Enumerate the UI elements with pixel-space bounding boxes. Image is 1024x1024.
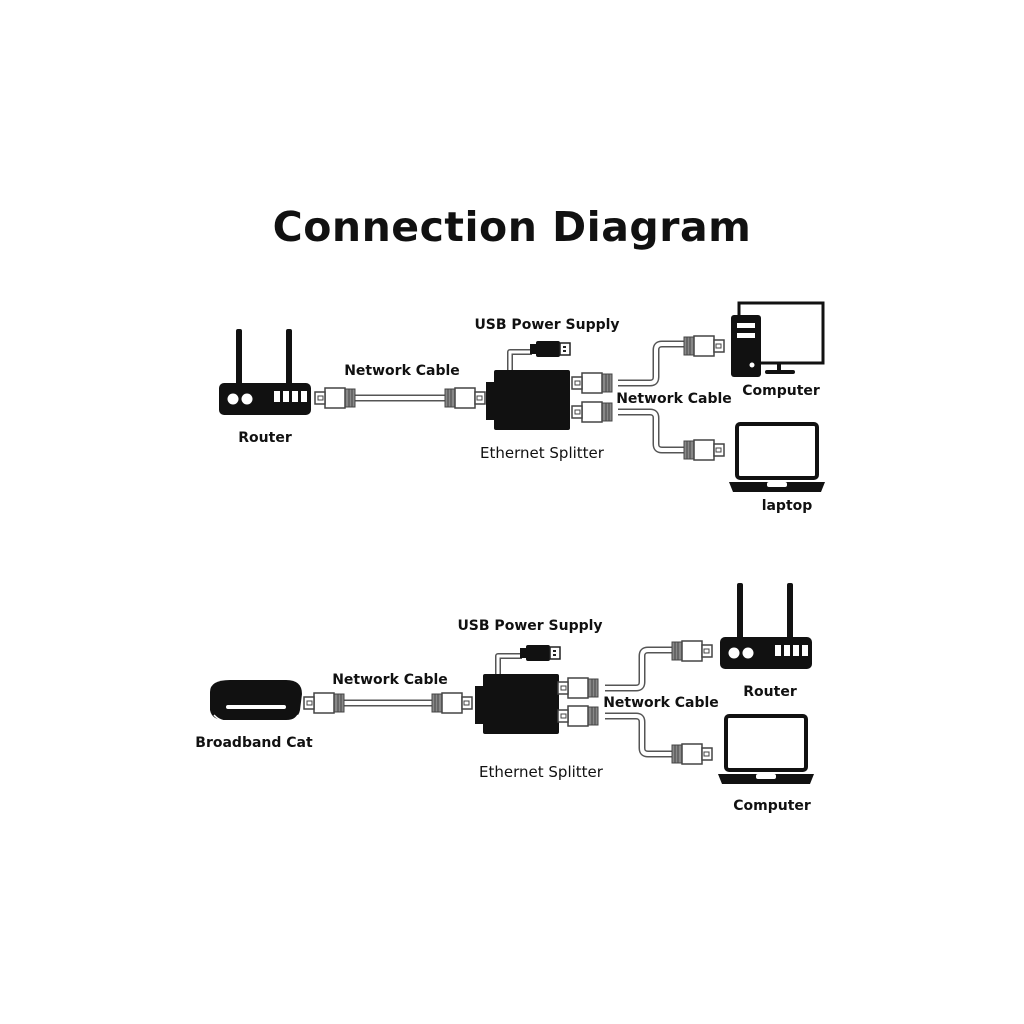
rj45-plug-icon <box>558 706 598 726</box>
target-bottom-label: laptop <box>762 498 813 514</box>
source-label: Router <box>238 430 292 446</box>
rj45-plug-icon <box>558 678 598 698</box>
input-cable-label: Network Cable <box>344 363 460 379</box>
splitter-label: Ethernet Splitter <box>480 444 605 462</box>
output-network-cable-top <box>572 335 725 393</box>
laptop-icon <box>716 714 816 786</box>
source-label: Broadband Cat <box>195 735 313 751</box>
ethernet-splitter-icon <box>486 370 570 430</box>
target-top-label: Router <box>743 684 797 700</box>
input-cable-label: Network Cable <box>332 672 448 688</box>
rj45-plug-icon <box>315 388 355 408</box>
target-bottom-label: Computer <box>733 798 811 814</box>
input-network-cable <box>315 387 486 409</box>
router-icon <box>720 583 812 669</box>
splitter-label: Ethernet Splitter <box>479 763 604 781</box>
output-cable-label: Network Cable <box>616 391 732 407</box>
broadband-modem-icon <box>210 680 302 723</box>
input-network-cable <box>304 692 473 714</box>
rj45-plug-icon <box>304 693 344 713</box>
output-network-cable-bottom <box>572 402 725 461</box>
desktop-computer-icon <box>729 301 825 379</box>
laptop-icon <box>727 422 827 494</box>
rj45-plug-icon <box>671 640 713 662</box>
rj45-plug-icon <box>431 692 473 714</box>
power-label: USB Power Supply <box>457 618 602 634</box>
usb-plug-icon <box>529 340 571 358</box>
power-label: USB Power Supply <box>474 317 619 333</box>
diagram-1: Router Network Cable USB Power Supply Et… <box>219 301 827 514</box>
usb-plug-icon <box>519 644 561 662</box>
target-top-label: Computer <box>742 383 820 399</box>
diagram-title: Connection Diagram <box>272 203 752 251</box>
rj45-plug-icon <box>572 402 612 422</box>
router-icon <box>219 329 311 415</box>
rj45-plug-icon <box>683 439 725 461</box>
rj45-plug-icon <box>671 743 713 765</box>
ethernet-splitter-icon <box>475 674 559 734</box>
output-cable-label: Network Cable <box>603 695 719 711</box>
output-network-cable-top <box>558 640 713 698</box>
rj45-plug-icon <box>683 335 725 357</box>
diagram-2: Broadband Cat Network Cable USB Power Su… <box>195 583 816 814</box>
rj45-plug-icon <box>572 373 612 393</box>
output-network-cable-bottom <box>558 706 713 765</box>
rj45-plug-icon <box>444 387 486 409</box>
